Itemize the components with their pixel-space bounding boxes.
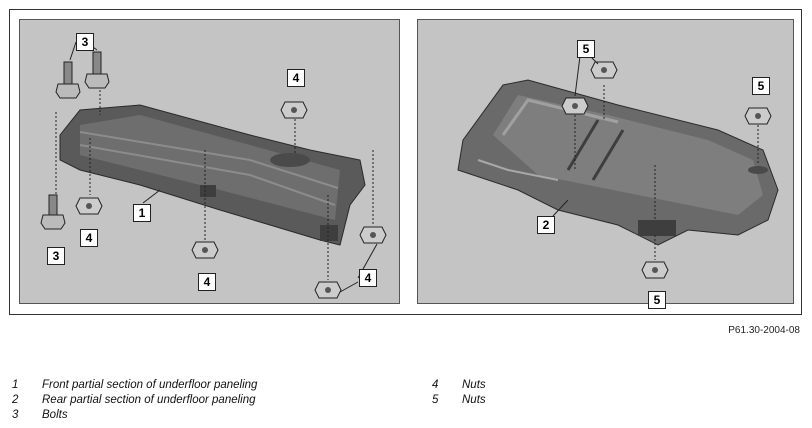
legend-text: Bolts — [42, 409, 68, 421]
legend-item: 4 Nuts — [432, 378, 486, 393]
nut-icon — [641, 261, 669, 279]
legend-number: 3 — [12, 409, 19, 421]
callout-nut-top-right: 4 — [287, 69, 305, 87]
right-illustration-panel: 5 5 2 5 — [417, 19, 794, 309]
nut-icon — [590, 61, 618, 79]
callout-nut-center: 4 — [198, 273, 216, 291]
callout-rear-paneling: 2 — [537, 216, 555, 234]
nut-icon — [280, 101, 308, 119]
bolt-icon — [40, 194, 66, 230]
nut-icon — [191, 241, 219, 259]
callout-bolt-top: 3 — [76, 33, 94, 51]
legend-text: Front partial section of underfloor pane… — [42, 379, 258, 391]
nut-icon — [75, 197, 103, 215]
bolt-icon — [55, 61, 81, 99]
callout-nut-right: 5 — [752, 77, 770, 95]
nut-icon — [314, 281, 342, 299]
legend-item: 1 Front partial section of underfloor pan… — [12, 378, 257, 393]
legend-text: Nuts — [462, 394, 486, 406]
callout-nut-bottom: 5 — [648, 291, 666, 309]
callout-bolt-bottom: 3 — [47, 247, 65, 265]
legend-number: 2 — [12, 394, 19, 406]
legend-item: 2 Rear partial section of underfloor pane… — [12, 393, 257, 408]
callout-front-paneling: 1 — [133, 204, 151, 222]
bolt-icon — [84, 51, 110, 89]
figure-frame: 3 4 1 4 4 3 4 — [9, 9, 802, 315]
nut-icon — [561, 97, 589, 115]
legend-number: 1 — [12, 379, 19, 391]
legend-number: 5 — [432, 394, 439, 406]
legend-text: Rear partial section of underfloor panel… — [42, 394, 256, 406]
legend-item: 5 Nuts — [432, 393, 486, 408]
rear-paneling-drawing — [457, 55, 779, 279]
left-illustration-panel: 3 4 1 4 4 3 4 — [19, 19, 400, 304]
callout-nuts-right: 4 — [359, 269, 377, 287]
legend-item: 3 Bolts — [12, 408, 257, 423]
legend-number: 4 — [432, 379, 439, 391]
nut-icon — [744, 107, 772, 125]
callout-nut-left: 4 — [80, 229, 98, 247]
callout-nuts-top: 5 — [577, 40, 595, 58]
legend-text: Nuts — [462, 379, 486, 391]
front-paneling-drawing — [40, 41, 387, 299]
legend-left: 1 Front partial section of underfloor pan… — [12, 378, 257, 423]
nut-icon — [359, 226, 387, 244]
figure-reference-code: P61.30-2004-08 — [728, 325, 800, 336]
